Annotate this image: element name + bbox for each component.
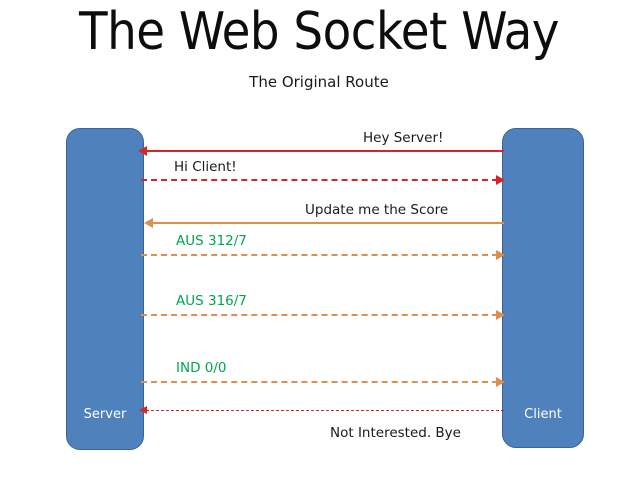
- page-title: The Web Socket Way: [79, 2, 559, 62]
- arrow-head-right-aus-312-7: [496, 250, 505, 260]
- message-label-aus-316-7: AUS 316/7: [176, 293, 247, 309]
- arrow-head-right-hi-client: [496, 175, 505, 185]
- message-label-update-me-the-score: Update me the Score: [305, 202, 449, 218]
- message-label-not-interested-bye: Not Interested. Bye: [330, 425, 461, 441]
- message-line-aus-316-7: [141, 314, 498, 316]
- message-label-aus-312-7: AUS 312/7: [176, 233, 247, 249]
- arrow-head-right-aus-316-7: [496, 310, 505, 320]
- message-label-hi-client: Hi Client!: [174, 159, 237, 175]
- message-line-hey-server: [141, 150, 504, 152]
- arrow-head-left-update-me-the-score: [144, 218, 153, 228]
- arrow-head-right-ind-0-0: [496, 377, 505, 387]
- arrow-head-left-not-interested-bye: [139, 406, 147, 414]
- message-line-aus-312-7: [141, 254, 498, 256]
- message-line-not-interested-bye: [146, 410, 504, 411]
- message-label-ind-0-0: IND 0/0: [176, 360, 227, 376]
- server-node: Server: [66, 128, 144, 450]
- page-subtitle: The Original Route: [249, 73, 389, 91]
- message-line-hi-client: [141, 179, 498, 181]
- message-line-update-me-the-score: [148, 222, 504, 224]
- arrow-head-left-hey-server: [138, 146, 147, 156]
- client-node: Client: [502, 128, 584, 448]
- message-label-hey-server: Hey Server!: [363, 130, 444, 146]
- client-node-label: Client: [524, 407, 562, 422]
- server-node-label: Server: [83, 407, 127, 422]
- message-line-ind-0-0: [141, 381, 498, 383]
